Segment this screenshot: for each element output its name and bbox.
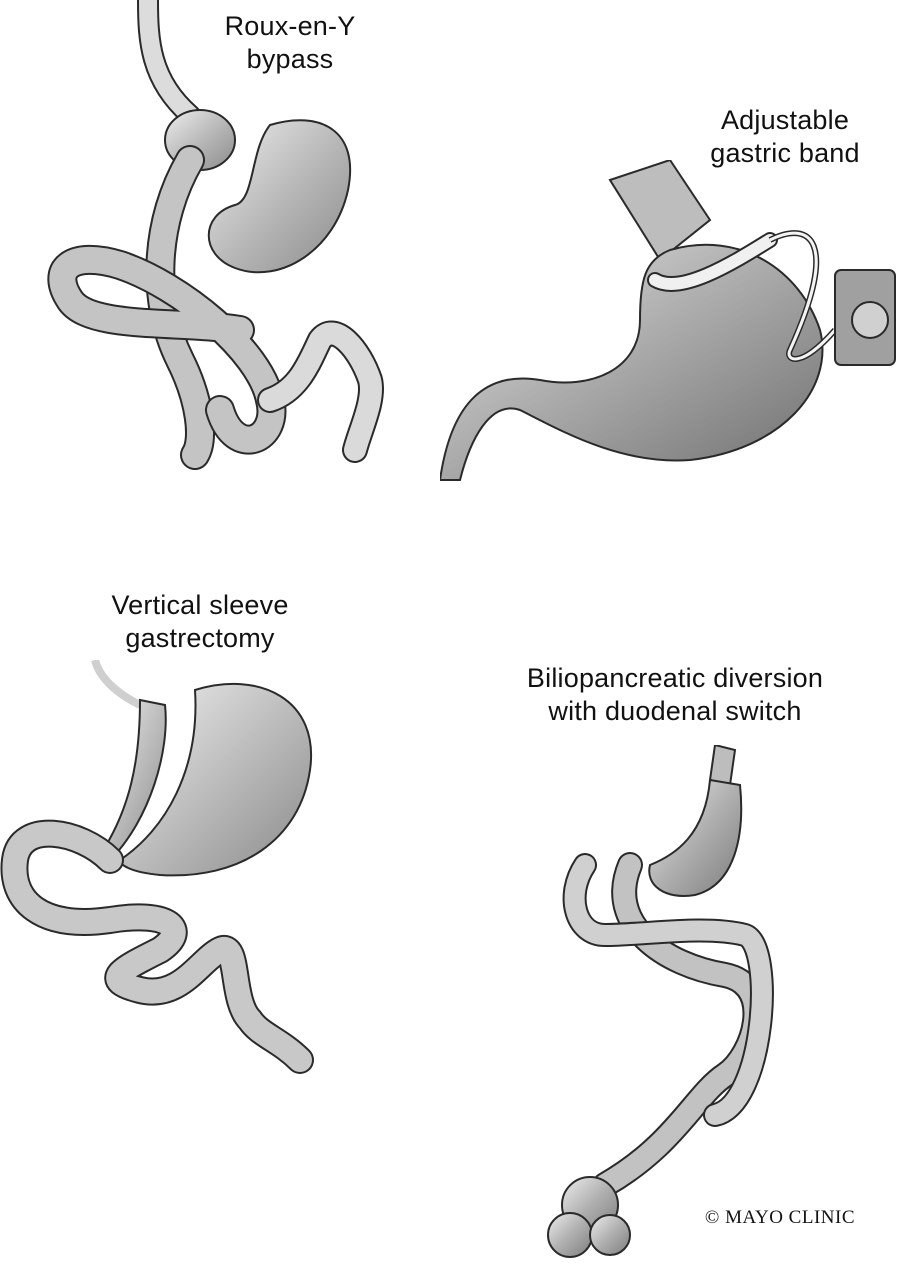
gastric-band-illustration (440, 160, 905, 500)
sleeve-title-line2: gastrectomy (85, 622, 315, 655)
sleeve-title: Vertical sleeve gastrectomy (85, 589, 315, 655)
sleeve-illustration (0, 660, 340, 1080)
duodenal-switch-title-line1: Biliopancreatic diversion (500, 662, 850, 695)
duodenal-switch-title: Biliopancreatic diversion with duodenal … (500, 662, 850, 728)
esophagus (95, 660, 140, 705)
sleeve-stomach (649, 780, 741, 896)
sleeve-title-line1: Vertical sleeve (85, 589, 315, 622)
copyright-notice: © MAYO CLINIC (705, 1207, 855, 1229)
stomach (440, 245, 822, 480)
duodenal-switch-illustration (545, 745, 805, 1265)
access-port-septum (852, 302, 888, 338)
gastric-band-title-line1: Adjustable (680, 104, 890, 137)
roux-en-y-illustration (30, 0, 410, 480)
esophagus (710, 745, 735, 785)
duodenal-switch-title-line2: with duodenal switch (500, 695, 850, 728)
